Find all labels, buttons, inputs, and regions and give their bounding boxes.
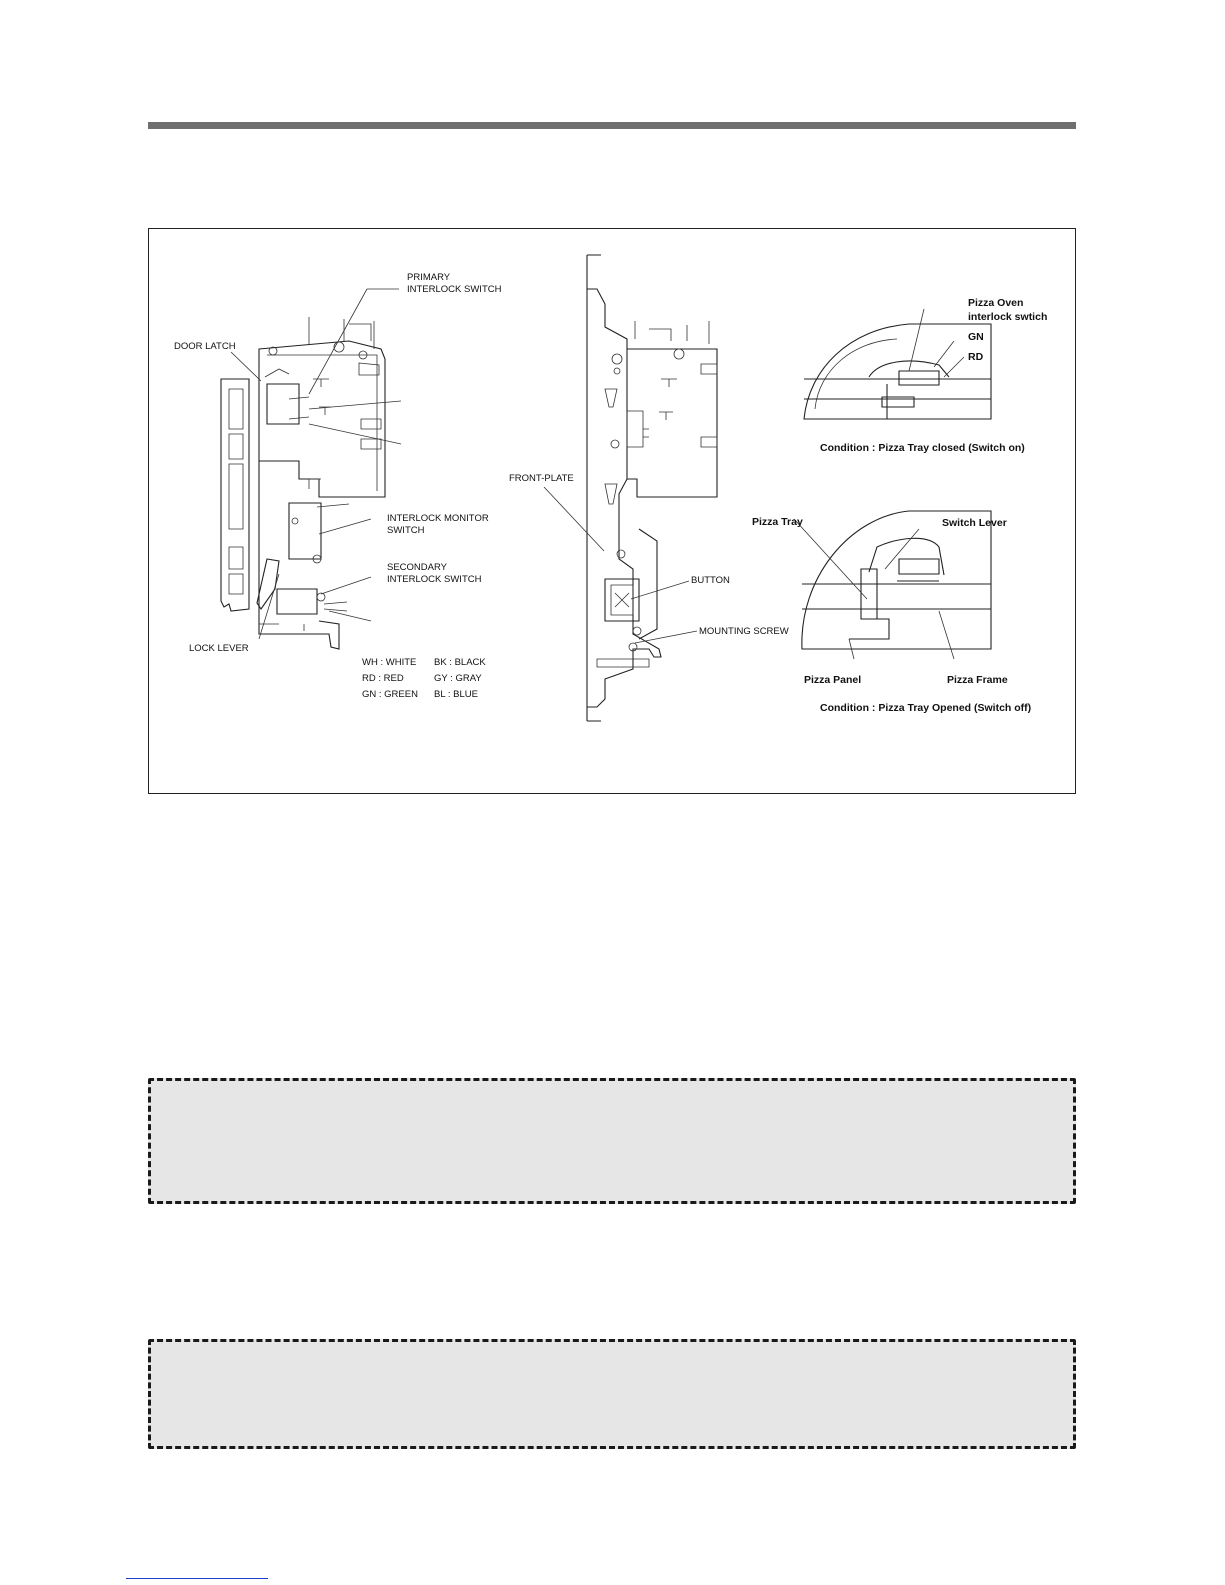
header-rule: [148, 122, 1076, 129]
pizza-panel-label: Pizza Panel: [804, 674, 861, 686]
center-front-plate-assembly: [543, 254, 718, 722]
lock-lever-label: LOCK LEVER: [189, 643, 249, 654]
pizza-open-condition: Condition : Pizza Tray Opened (Switch of…: [820, 702, 1031, 714]
legend-code: BK : BLACK: [434, 657, 486, 668]
legend-code: GN : GREEN: [362, 689, 418, 700]
monitor-switch-label-sub: SWITCH: [387, 525, 425, 536]
left-interlock-assembly: [220, 288, 402, 650]
note-box: [148, 1078, 1076, 1204]
legend-code: GY : GRAY: [434, 673, 482, 684]
note-box: [148, 1339, 1076, 1449]
interlock-figure: PRIMARY INTERLOCK SWITCH DOOR LATCH INTE…: [148, 228, 1076, 794]
rd-wire-label: RD: [968, 351, 984, 363]
secondary-switch-label-sub: INTERLOCK SWITCH: [387, 574, 482, 585]
pizza-tray-closed-detail: [803, 308, 992, 420]
secondary-switch-label: SECONDARY: [387, 562, 448, 573]
pizza-switch-label: Pizza Oven: [968, 297, 1023, 309]
pizza-tray-open-detail: [793, 510, 992, 660]
pizza-switch-label-sub: interlock swtich: [968, 311, 1047, 323]
legend-code: BL : BLUE: [434, 689, 478, 700]
pizza-closed-condition: Condition : Pizza Tray closed (Switch on…: [820, 442, 1025, 454]
primary-switch-label-sub: INTERLOCK SWITCH: [407, 284, 502, 295]
switch-lever-label: Switch Lever: [942, 517, 1007, 529]
door-latch-label: DOOR LATCH: [174, 341, 236, 352]
pizza-tray-label: Pizza Tray: [752, 516, 803, 528]
monitor-switch-label: INTERLOCK MONITOR: [387, 513, 489, 524]
mounting-screw-label: MOUNTING SCREW: [699, 626, 789, 637]
wire-color-legend: WH : WHITE BK : BLACK RD : RED GY : GRAY…: [362, 657, 486, 700]
interlock-diagram: PRIMARY INTERLOCK SWITCH DOOR LATCH INTE…: [174, 254, 1047, 722]
pizza-frame-label: Pizza Frame: [947, 674, 1008, 686]
footer-link-underline: [126, 1578, 268, 1579]
primary-switch-label: PRIMARY: [407, 272, 451, 283]
front-plate-label: FRONT-PLATE: [509, 473, 574, 484]
legend-code: WH : WHITE: [362, 657, 416, 668]
gn-wire-label: GN: [968, 331, 984, 343]
legend-code: RD : RED: [362, 673, 404, 684]
button-label: BUTTON: [691, 575, 730, 586]
